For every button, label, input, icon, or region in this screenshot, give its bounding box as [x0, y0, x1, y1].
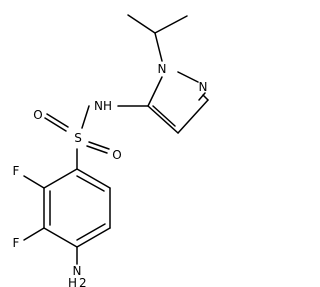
bond-ring-C4-C5 [76, 227, 111, 248]
atom-NH2-subscript: 2 [79, 276, 87, 287]
atom-O-right-label: O [112, 148, 121, 162]
bond-C5-N1 [147, 76, 163, 107]
bond-C3-C4 [177, 99, 209, 134]
bond-isopropyl-right [154, 15, 188, 34]
bond-S-O-left-b [46, 113, 69, 128]
atom-NH2-N-label: N [73, 264, 82, 278]
bond-N2-C3-double [198, 92, 206, 101]
atom-S-label: S [74, 131, 82, 145]
molecule-structure: N N NH S O O F F N H 2 [13, 14, 209, 287]
bond-C4-C5 [147, 105, 179, 134]
bond-ring-C3-C4 [43, 227, 78, 248]
atom-NH2-H-label: H [68, 276, 77, 287]
bond-N2-C3 [202, 94, 209, 101]
bond-ring-C6-C1 [76, 168, 111, 189]
bond-ring-C1-C2 [43, 168, 78, 189]
atom-O-left-label: O [33, 108, 42, 122]
bond-ring-C6-C1-double [76, 175, 105, 192]
bond-ring-C4-C5-double [76, 223, 106, 241]
bond-C4-C5-double [152, 105, 176, 127]
bond-S-O-right-b [86, 145, 108, 154]
atom-N1-label: N [158, 62, 167, 76]
bond-ring-F-bottom [23, 227, 45, 241]
bond-isopropyl-left [127, 14, 156, 34]
atom-F-top-label: F [13, 164, 20, 178]
bond-NH-S [81, 105, 90, 129]
bond-isopropyl-to-N1 [154, 32, 163, 62]
atom-F-bottom-label: F [13, 236, 20, 250]
bond-ring-F-top [23, 175, 45, 189]
bond-S-O-left-a [44, 117, 67, 132]
bond-N1-N2 [177, 71, 199, 83]
bond-S-O-right-a [88, 141, 110, 150]
atom-NH-label: NH [94, 99, 112, 113]
atom-N2-label: N [199, 80, 208, 94]
